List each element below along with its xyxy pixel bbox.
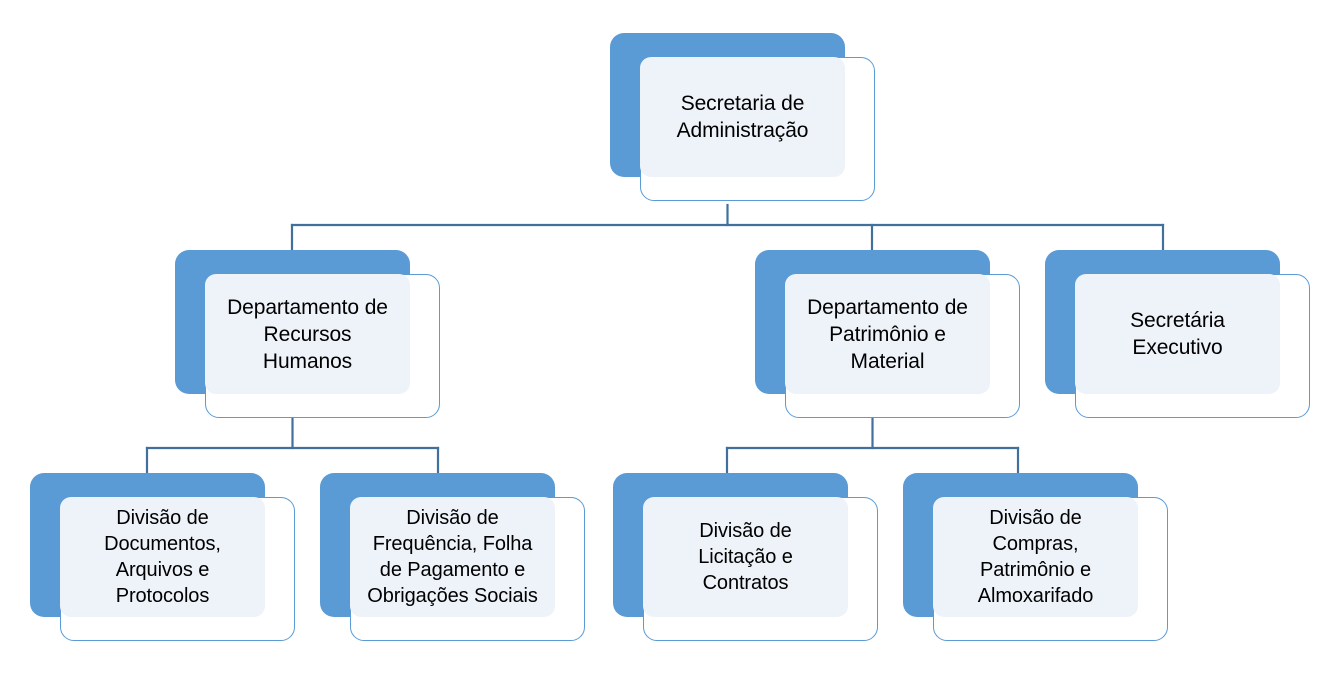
- org-node-label: Departamento de Patrimônio e Material: [807, 295, 968, 373]
- org-node-label: Secretária Executivo: [1130, 309, 1225, 359]
- node-text-plate: [785, 274, 990, 394]
- org-node-label: Divisão de Licitação e Contratos: [698, 520, 793, 594]
- org-node-label: Divisão de Documentos, Arquivos e Protoc…: [104, 507, 221, 607]
- node-text-plate: [205, 274, 410, 394]
- node-text-plate: [640, 57, 845, 177]
- node-text-plate: [933, 497, 1138, 617]
- node-text-plate: [643, 497, 848, 617]
- org-node-label: Divisão de Frequência, Folha de Pagament…: [367, 507, 538, 607]
- node-text-plate: [350, 497, 555, 617]
- org-node-label: Departamento de Recursos Humanos: [227, 295, 388, 373]
- node-text-plate: [1075, 274, 1280, 394]
- org-node-label: Divisão de Compras, Patrimônio e Almoxar…: [977, 507, 1094, 607]
- node-text-plate: [60, 497, 265, 617]
- org-node-label: Secretaria de Administração: [676, 92, 809, 142]
